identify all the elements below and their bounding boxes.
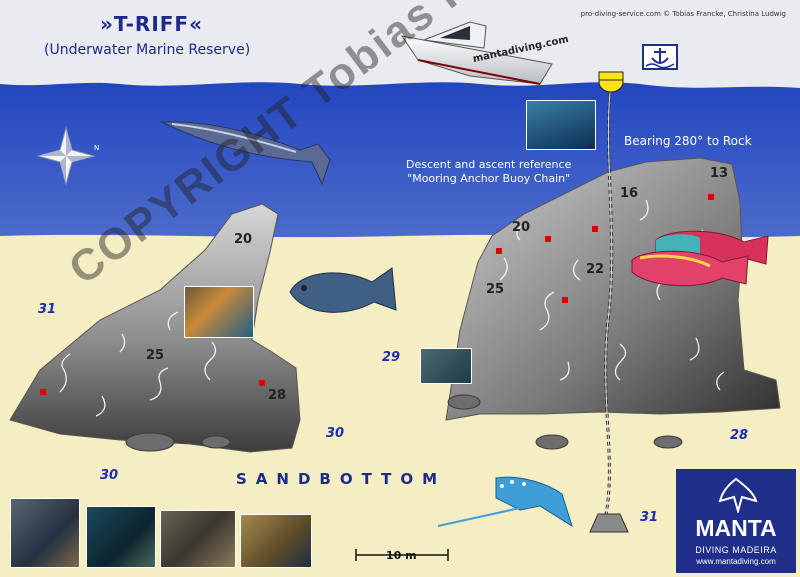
logo-url: www.mantadiving.com (696, 557, 776, 566)
mooring-block-icon (589, 513, 629, 533)
depth-label: 13 (710, 166, 729, 181)
left-rock (9, 203, 301, 453)
scale-label: 10 m (386, 549, 417, 562)
depth-label: 25 (486, 282, 505, 297)
photo-credit: pro-diving-service.com © Tobias Francke,… (580, 10, 786, 18)
descent-line-2: "Mooring Anchor Buoy Chain" (407, 172, 571, 185)
depth-label: 28 (268, 388, 287, 403)
buoy-icon (598, 71, 624, 93)
descent-label: Descent and ascent reference "Mooring An… (406, 158, 571, 186)
depth-label: 28 (730, 428, 749, 443)
moray-photo-3 (160, 510, 236, 568)
descent-photo (526, 100, 596, 150)
depth-label: 20 (512, 220, 531, 235)
map-subtitle: (Underwater Marine Reserve) (44, 42, 251, 58)
scale-bar (355, 549, 449, 561)
depth-label: 30 (100, 468, 119, 483)
sea-surface (0, 0, 800, 88)
manta-logo[interactable]: MANTA DIVING MADEIRA www.mantadiving.com (676, 469, 796, 573)
mooring-chain (604, 91, 614, 515)
compass-rose-icon: N (36, 126, 99, 186)
moray-photo-2 (86, 506, 156, 568)
depth-label: 20 (234, 232, 253, 247)
moray-photo-4 (240, 514, 312, 568)
parrotfish-icon (631, 230, 769, 287)
wreck-photo (420, 348, 472, 384)
logo-brand: MANTA (695, 515, 777, 541)
map-title: »T-RIFF« (100, 12, 204, 36)
sandbottom-label: SANDBOTTOM (236, 470, 447, 488)
bearing-label: Bearing 280° to Rock (624, 134, 752, 148)
barracuda-icon (160, 121, 331, 186)
descent-line-1: Descent and ascent reference (406, 158, 572, 171)
svg-text:N: N (94, 144, 99, 152)
depth-label: 31 (640, 510, 659, 525)
triggerfish-icon (289, 267, 397, 313)
boulders (125, 394, 683, 452)
depth-label: 29 (382, 350, 401, 365)
eagle-ray-icon (437, 476, 573, 528)
moray-photo-1 (10, 498, 80, 568)
boat-icon (400, 21, 553, 85)
depth-label: 16 (620, 186, 639, 201)
manta-ray-icon (718, 477, 758, 513)
logo-sub: DIVING MADEIRA (695, 545, 777, 555)
coral-photo (184, 286, 254, 338)
depth-label: 25 (146, 348, 165, 363)
depth-label: 31 (38, 302, 57, 317)
depth-label: 22 (586, 262, 605, 277)
depth-label: 30 (326, 426, 345, 441)
anchor-icon (642, 44, 678, 70)
